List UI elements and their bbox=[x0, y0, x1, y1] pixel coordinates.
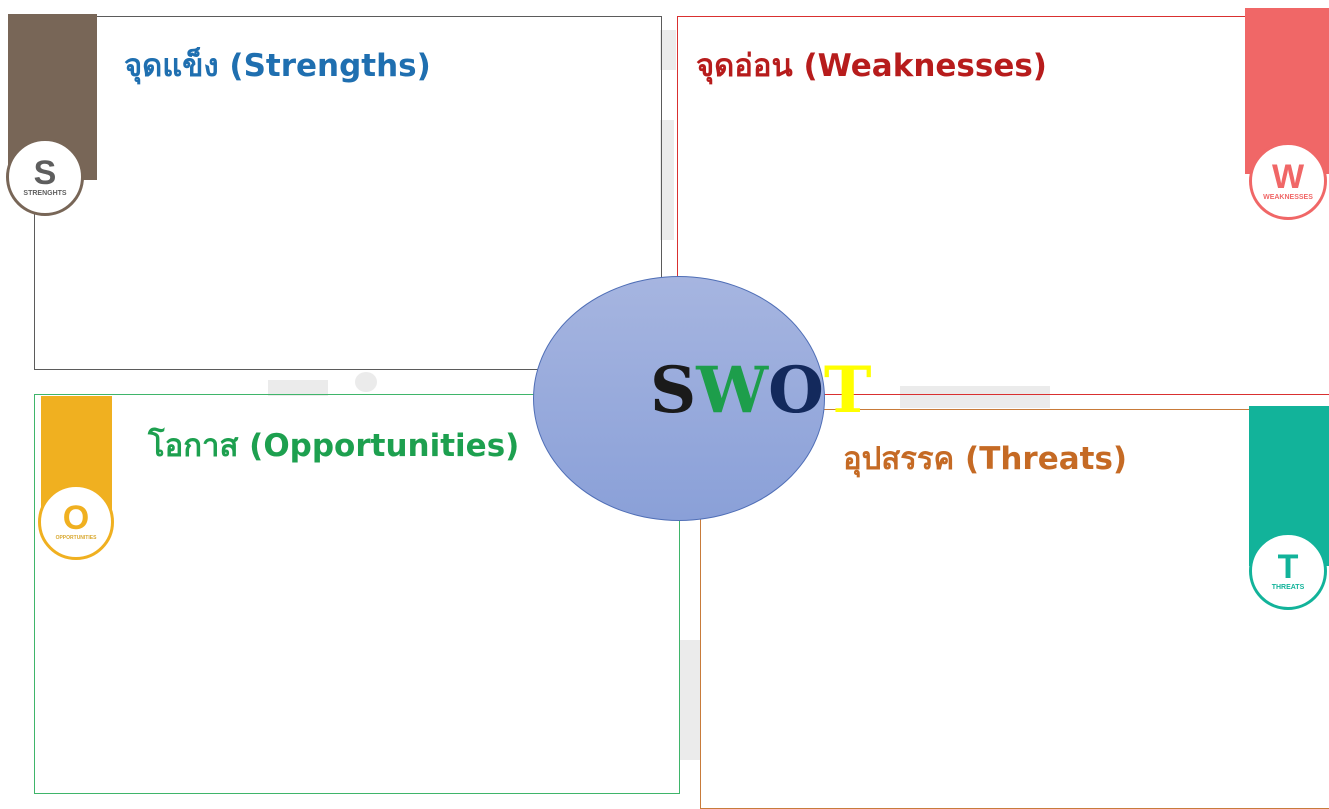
background-watermark-shape bbox=[268, 380, 328, 396]
threats-badge-word: THREATS bbox=[1271, 583, 1305, 591]
swot-center-label: SWOT bbox=[650, 353, 871, 429]
swot-letter-o: O bbox=[768, 353, 824, 428]
weaknesses-title: จุดอ่อน (Weaknesses) bbox=[696, 48, 1047, 84]
opportunities-title: โอกาส (Opportunities) bbox=[148, 428, 520, 464]
strengths-title: จุดแข็ง (Strengths) bbox=[124, 48, 431, 84]
background-watermark-shape bbox=[355, 372, 377, 392]
opportunities-badge-letter: O bbox=[62, 498, 90, 537]
strengths-badge-word: STRENGHTS bbox=[23, 189, 67, 197]
background-watermark-shape bbox=[660, 30, 676, 70]
opportunities-badge-word: OPPORTUNITIES bbox=[55, 534, 97, 541]
strengths-badge-letter: S bbox=[33, 153, 57, 192]
swot-center-ellipse bbox=[533, 276, 825, 521]
threats-title: อุปสรรค (Threats) bbox=[843, 441, 1128, 477]
weaknesses-badge-letter: W bbox=[1271, 157, 1305, 196]
weaknesses-badge-word: WEAKNESSES bbox=[1263, 193, 1313, 201]
weaknesses-badge: W WEAKNESSES bbox=[1249, 142, 1327, 220]
weaknesses-box bbox=[677, 16, 1329, 395]
strengths-badge: S STRENGHTS bbox=[6, 138, 84, 216]
threats-badge-letter: T bbox=[1277, 547, 1299, 586]
background-watermark-shape bbox=[660, 120, 674, 240]
opportunities-badge: O OPPORTUNITIES bbox=[38, 484, 114, 560]
swot-letter-t: T bbox=[823, 353, 872, 428]
background-watermark-shape bbox=[900, 386, 1050, 408]
swot-letter-s: S bbox=[650, 353, 697, 428]
background-watermark-shape bbox=[680, 640, 700, 760]
threats-badge: T THREATS bbox=[1249, 532, 1327, 610]
swot-letter-w: W bbox=[696, 353, 769, 428]
